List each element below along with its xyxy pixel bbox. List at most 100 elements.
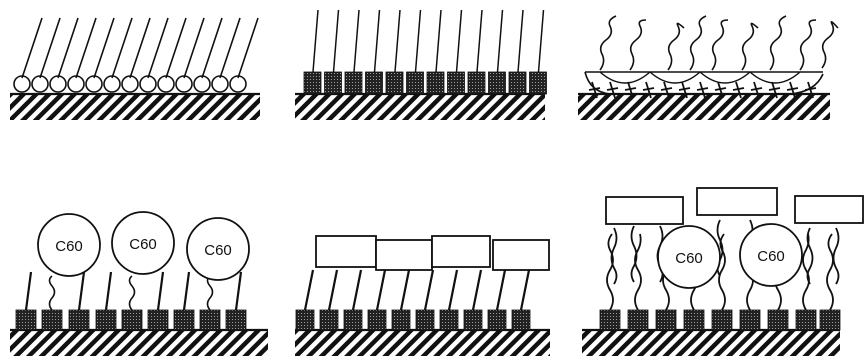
tether-row xyxy=(24,271,243,311)
tail-line xyxy=(496,9,504,73)
tail-line xyxy=(21,17,43,79)
straight-tether xyxy=(447,269,459,311)
c60-ball: C60 xyxy=(37,213,101,277)
headgroup-block xyxy=(767,309,789,331)
film-arc xyxy=(599,71,651,84)
bent-tail xyxy=(629,19,647,71)
panel-2 xyxy=(295,9,547,120)
rectangle-molecule xyxy=(492,239,550,271)
headgroup-block xyxy=(627,309,649,331)
c60-label: C60 xyxy=(129,236,157,253)
bent-tail xyxy=(689,15,707,71)
headgroup-row xyxy=(303,71,547,95)
c60-ball: C60 xyxy=(186,217,250,281)
headgroup-row xyxy=(599,309,841,331)
tail-line xyxy=(165,17,187,79)
tail-line xyxy=(39,17,61,79)
wavy-tether xyxy=(832,227,840,285)
film-arc xyxy=(649,71,701,84)
headgroup-block xyxy=(365,71,383,95)
headgroup-block xyxy=(683,309,705,331)
headgroup-block xyxy=(385,71,404,95)
tail-line xyxy=(312,9,319,73)
anchor-mark xyxy=(606,81,619,99)
rectangle-molecule xyxy=(696,187,778,216)
headgroup-circle xyxy=(139,75,157,93)
headgroup-row xyxy=(15,309,247,331)
headgroup-block xyxy=(173,309,195,331)
straight-tether xyxy=(351,269,363,311)
headgroup-circle xyxy=(49,75,67,93)
film-arcs xyxy=(599,71,801,84)
bent-tail xyxy=(769,15,787,71)
straight-tether xyxy=(234,271,243,311)
tail-line xyxy=(183,17,205,79)
panel-6: C60 C60 xyxy=(582,187,864,356)
wavy-tether xyxy=(630,225,638,283)
bent-tail xyxy=(599,15,617,71)
tail-line xyxy=(332,9,340,73)
tail-line xyxy=(147,17,169,79)
headgroup-block xyxy=(439,309,459,331)
tail-line xyxy=(219,17,241,79)
headgroup-block xyxy=(343,309,363,331)
headgroup-circle xyxy=(67,75,85,93)
substrate xyxy=(295,330,550,356)
tail-line xyxy=(455,9,463,73)
headgroup-block xyxy=(121,309,143,331)
headgroup-block xyxy=(324,71,342,95)
headgroup-block xyxy=(426,71,445,95)
tail-line xyxy=(537,9,545,73)
tail-line xyxy=(517,9,524,73)
tail-line xyxy=(111,17,133,79)
tail-line xyxy=(353,9,360,73)
bent-tail xyxy=(741,22,759,71)
straight-tether xyxy=(423,269,435,311)
tail-line xyxy=(129,17,151,79)
anchor-marks xyxy=(588,81,817,99)
tail-line xyxy=(394,9,401,73)
headgroup-block xyxy=(95,309,117,331)
headgroup-block xyxy=(344,71,363,95)
headgroup-block xyxy=(447,71,465,95)
anchor-mark xyxy=(804,81,817,99)
anchor-mark xyxy=(732,81,745,99)
headgroup-circle xyxy=(211,75,229,93)
headgroup-row xyxy=(13,75,247,93)
anchor-mark xyxy=(750,81,763,99)
tail-line xyxy=(435,9,442,73)
c60-label: C60 xyxy=(204,242,232,259)
tail-line xyxy=(93,17,115,79)
panel-3 xyxy=(578,15,839,120)
bent-tail-row xyxy=(599,15,839,71)
bent-tail xyxy=(799,19,817,71)
straight-tether xyxy=(24,271,33,311)
bent-tail xyxy=(667,22,685,71)
anchor-mark xyxy=(678,81,691,99)
headgroup-block xyxy=(68,309,90,331)
tail-line xyxy=(414,9,422,73)
headgroup-circle xyxy=(193,75,211,93)
tail-line xyxy=(201,17,223,79)
straight-tether xyxy=(104,271,113,311)
headgroup-circle xyxy=(157,75,175,93)
substrate xyxy=(10,330,268,356)
headgroup-block xyxy=(795,309,817,331)
bent-tail xyxy=(821,20,839,69)
headgroup-block xyxy=(529,71,547,95)
headgroup-block xyxy=(739,309,761,331)
c60-label: C60 xyxy=(675,250,703,267)
headgroup-block xyxy=(655,309,677,331)
straight-tether xyxy=(519,269,531,311)
wavy-tether xyxy=(634,233,642,311)
headgroup-block xyxy=(295,309,315,331)
headgroup-block xyxy=(225,309,247,331)
tail-line xyxy=(75,17,97,79)
tail-row xyxy=(21,17,259,79)
headgroup-block xyxy=(391,309,411,331)
anchor-mark xyxy=(714,81,727,99)
straight-tether xyxy=(77,271,86,311)
headgroup-block xyxy=(711,309,733,331)
c60-ball: C60 xyxy=(657,225,721,289)
